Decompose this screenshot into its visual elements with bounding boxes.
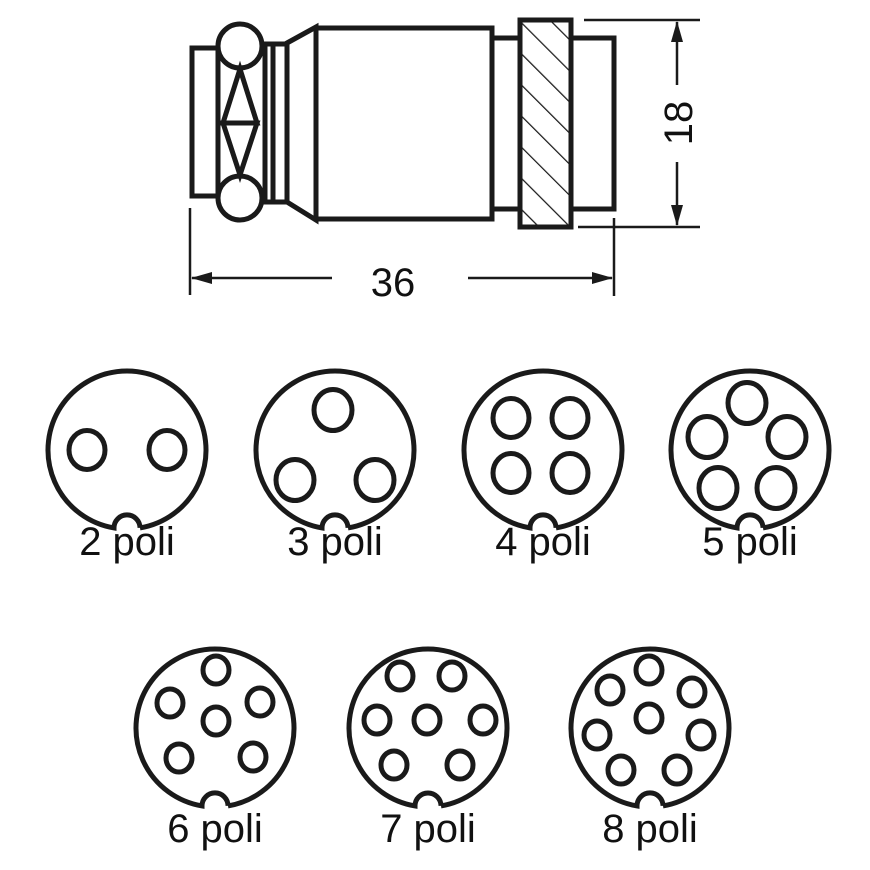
pin-hole xyxy=(273,456,317,504)
pin-hole xyxy=(361,703,393,737)
pin-hole xyxy=(633,701,665,735)
pin-hole xyxy=(549,451,591,495)
pin-hole xyxy=(200,704,232,738)
dimension-36: 36 xyxy=(188,208,616,305)
connector-face-7-pin: 7 poli xyxy=(346,646,510,851)
connector-label: 4 poli xyxy=(495,520,591,564)
connector-label: 6 poli xyxy=(167,807,263,851)
pin-hole xyxy=(467,703,499,737)
pin-hole xyxy=(581,718,613,752)
pin-hole xyxy=(594,673,626,707)
locking-ring-top xyxy=(215,21,265,71)
pin-hole xyxy=(685,718,717,752)
pin-hole xyxy=(200,653,232,687)
connector-label: 8 poli xyxy=(602,807,698,851)
pin-hole xyxy=(146,428,188,472)
pin-hole xyxy=(436,659,468,693)
dimension-length-label: 36 xyxy=(371,261,416,305)
connector-body xyxy=(313,25,495,222)
pin-hole xyxy=(353,456,397,504)
pin-hole xyxy=(154,686,186,720)
pin-hole xyxy=(490,451,532,495)
connector-outline xyxy=(253,368,417,531)
connector-face-5-pin: 5 poli xyxy=(668,368,832,564)
connector-outline xyxy=(45,368,209,531)
connector-face-8-pin: 8 poli xyxy=(568,646,732,851)
connector-faces: 2 poli 3 poli 4 poli 5 poli 6 poli 7 poli 8 po… xyxy=(45,368,832,851)
pin-hole xyxy=(490,396,532,440)
connector-outline xyxy=(346,646,510,809)
pin-hole xyxy=(237,740,269,774)
connector-face-2-pin: 2 poli xyxy=(45,368,209,564)
pin-hole xyxy=(633,653,665,687)
pin-hole xyxy=(605,753,637,787)
connector-outline xyxy=(133,646,297,809)
hatched-nut xyxy=(517,17,574,230)
pin-hole xyxy=(244,685,276,719)
pin-hole xyxy=(378,748,410,782)
connector-label: 5 poli xyxy=(702,520,798,564)
pin-hole xyxy=(384,659,416,693)
pin-hole xyxy=(444,748,476,782)
pin-hole xyxy=(66,428,108,472)
dimension-diameter-label: 18 xyxy=(657,101,701,146)
pin-hole xyxy=(685,413,729,461)
connector-label: 2 poli xyxy=(79,520,175,564)
connector-side-view xyxy=(189,17,617,230)
pin-hole xyxy=(754,464,798,512)
pin-hole xyxy=(311,386,355,434)
pin-hole xyxy=(676,675,708,709)
connector-outline xyxy=(668,368,832,531)
pin-hole xyxy=(725,379,769,427)
locking-ring-bottom xyxy=(215,173,265,223)
connector-face-3-pin: 3 poli xyxy=(253,368,417,564)
connector-label: 7 poli xyxy=(380,807,476,851)
pin-hole xyxy=(549,396,591,440)
connector-label: 3 poli xyxy=(287,520,383,564)
connector-face-4-pin: 4 poli xyxy=(461,368,625,564)
dimension-18: 18 xyxy=(578,18,701,229)
connector-outline xyxy=(461,368,625,531)
connector-face-6-pin: 6 poli xyxy=(133,646,297,851)
pin-hole xyxy=(765,413,809,461)
pin-hole xyxy=(163,741,195,775)
pin-hole xyxy=(411,703,443,737)
pin-hole xyxy=(696,464,740,512)
connector-outline xyxy=(568,646,732,809)
pin-hole xyxy=(661,753,693,787)
